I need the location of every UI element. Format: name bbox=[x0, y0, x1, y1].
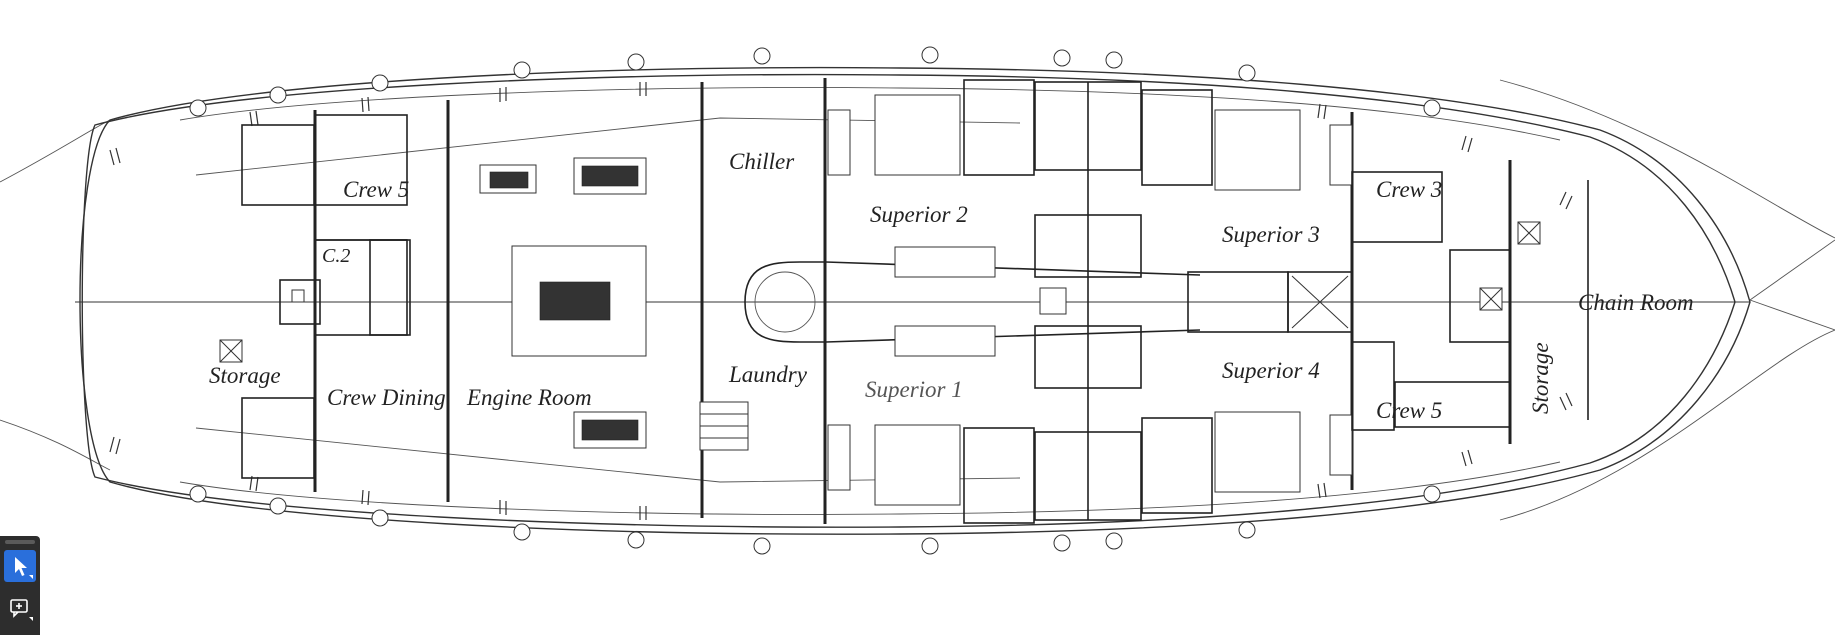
palette-grip[interactable] bbox=[5, 540, 35, 544]
room-label-superior-2: Superior 2 bbox=[870, 202, 968, 227]
room-label-crew-5-aft: Crew 5 bbox=[343, 177, 409, 202]
room-label-superior-1: Superior 1 bbox=[865, 377, 963, 402]
tool-palette bbox=[0, 536, 40, 635]
cursor-arrow-icon bbox=[15, 557, 33, 579]
room-label-chain-room: Chain Room bbox=[1578, 290, 1694, 315]
room-label-superior-3: Superior 3 bbox=[1222, 222, 1320, 247]
room-label-crew-dining: Crew Dining bbox=[327, 385, 446, 410]
room-label-crew-5-fwd: Crew 5 bbox=[1376, 398, 1442, 423]
engine-room-equipment bbox=[479, 157, 647, 449]
room-label-storage-fwd: Storage bbox=[1528, 342, 1553, 414]
room-label-crew-3: Crew 3 bbox=[1376, 177, 1442, 202]
projection-lines bbox=[0, 79, 1835, 521]
frame-ticks bbox=[109, 82, 1573, 520]
select-tool-button[interactable] bbox=[4, 550, 36, 582]
fenders bbox=[189, 46, 1441, 555]
aft-walls bbox=[219, 114, 411, 479]
cabins bbox=[827, 79, 1353, 524]
central-corridor bbox=[699, 261, 1353, 451]
room-labels: Crew 5 C.2 Storage Crew Dining Engine Ro… bbox=[209, 149, 1694, 423]
room-label-engine-room: Engine Room bbox=[466, 385, 592, 410]
add-comment-tool-button[interactable] bbox=[4, 592, 36, 624]
forward-crew-area bbox=[1351, 171, 1541, 431]
room-label-storage-aft: Storage bbox=[209, 363, 281, 388]
room-label-laundry: Laundry bbox=[728, 362, 808, 387]
add-comment-icon bbox=[10, 599, 33, 621]
room-label-superior-4: Superior 4 bbox=[1222, 358, 1320, 383]
room-label-chiller: Chiller bbox=[729, 149, 795, 174]
room-label-c2: C.2 bbox=[322, 245, 350, 267]
